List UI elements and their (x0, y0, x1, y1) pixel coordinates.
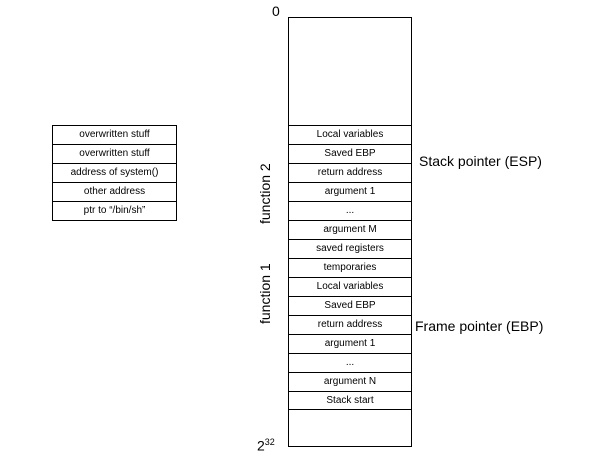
bottom-address-exponent: 32 (264, 437, 275, 447)
payload-cell: overwritten stuff (53, 144, 176, 163)
payload-cell: ptr to “/bin/sh” (53, 201, 176, 220)
payload-block: overwritten stuff overwritten stuff addr… (52, 125, 177, 221)
payload-cell: overwritten stuff (79, 129, 150, 140)
stack-cell: argument N (289, 372, 411, 391)
function-1-label: function 1 (257, 263, 273, 324)
stack-cell: Saved EBP (289, 144, 411, 163)
stack-cell: return address (289, 315, 411, 334)
stack-pointer-label: Stack pointer (ESP) (419, 153, 542, 169)
payload-cell: other address (53, 182, 176, 201)
stack-cell: argument 1 (289, 334, 411, 353)
stack-cell: temporaries (289, 258, 411, 277)
function-2-label: function 2 (257, 163, 273, 224)
stack-cell: ... (289, 353, 411, 372)
stack-cell: saved registers (289, 239, 411, 258)
payload-cell: address of system() (53, 163, 176, 182)
bottom-address-base: 2 (257, 437, 265, 454)
stack-block: Local variables Saved EBP return address… (288, 17, 412, 447)
stack-cell: argument M (289, 220, 411, 239)
top-address-label: 0 (272, 3, 280, 19)
bottom-address-label: 232 (257, 437, 275, 454)
stack-cell: argument 1 (289, 182, 411, 201)
stack-cell: return address (289, 163, 411, 182)
frame-pointer-label: Frame pointer (EBP) (415, 318, 544, 334)
stack-cell: Saved EBP (289, 296, 411, 315)
stack-cell: ... (289, 201, 411, 220)
stack-cell: Local variables (289, 125, 411, 144)
stack-cell: Local variables (289, 277, 411, 296)
stack-cell: Stack start (289, 391, 411, 410)
